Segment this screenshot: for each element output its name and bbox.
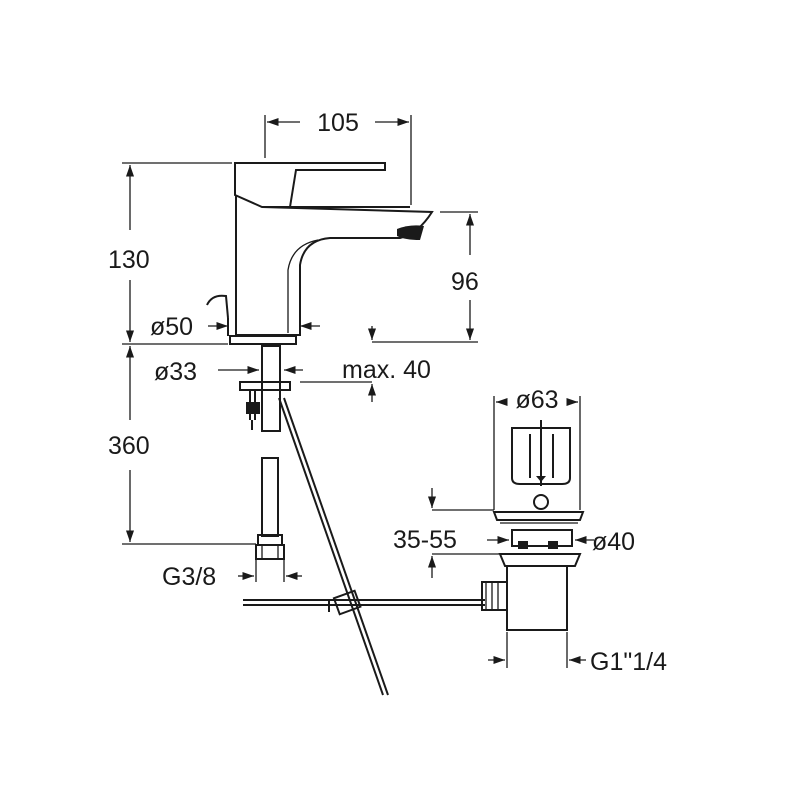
- label-waste-35-55: 35-55: [393, 526, 457, 554]
- label-width-105: 105: [317, 109, 359, 137]
- fixing-assembly: [239, 345, 291, 432]
- label-hose-360: 360: [108, 432, 150, 460]
- dim-hose-thread: G3/8: [162, 560, 302, 591]
- dim-waste-40: ø40: [487, 528, 635, 556]
- dim-base-50: ø50: [150, 313, 320, 341]
- label-spout-96: 96: [451, 268, 479, 296]
- dim-height-130: 130: [108, 162, 232, 345]
- label-base-50: ø50: [150, 313, 193, 341]
- label-hose-thread: G3/8: [162, 563, 216, 591]
- label-hole-33: ø33: [154, 358, 197, 386]
- dim-waste-thread: G1"1/4: [488, 632, 667, 676]
- dim-spout-96: 96: [372, 211, 479, 343]
- dim-hole-33: ø33: [154, 358, 303, 386]
- dim-waste-35-55: 35-55: [393, 488, 500, 578]
- dim-waste-63: ø63: [493, 386, 581, 510]
- dim-hose-360: 360: [108, 346, 256, 545]
- waste-valve: [481, 420, 585, 631]
- dim-width-105: 105: [264, 109, 412, 205]
- flex-hose: [255, 457, 285, 560]
- label-deck-40: max. 40: [342, 356, 431, 384]
- label-height-130: 130: [108, 246, 150, 274]
- faucet-body: [206, 162, 434, 345]
- popup-linkage: [243, 397, 485, 696]
- dim-deck-40: max. 40: [300, 326, 431, 402]
- label-waste-40: ø40: [592, 528, 635, 556]
- label-waste-63: ø63: [515, 386, 558, 414]
- label-waste-thread: G1"1/4: [590, 648, 667, 676]
